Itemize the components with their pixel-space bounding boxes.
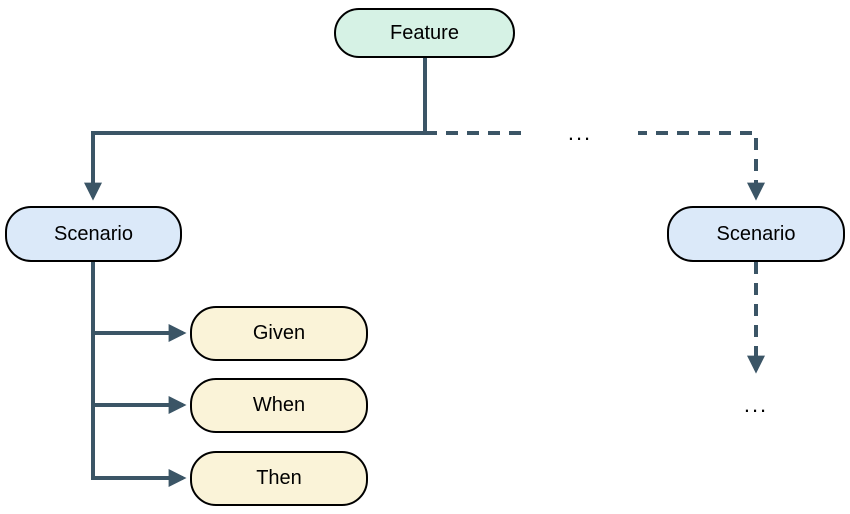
scenario-right-node: Scenario [667, 206, 845, 262]
scenario-left-node-label: Scenario [54, 222, 133, 245]
when-step-node-label: When [252, 394, 306, 416]
more-steps-ellipsis-label: ... [726, 390, 786, 420]
more-scenarios-ellipsis-text: ... [567, 120, 593, 145]
edge-scenario-to-then-trunk [91, 262, 187, 487]
more-steps-ellipsis-text: ... [743, 392, 769, 417]
edge-feature-to-scenario-left [84, 58, 427, 201]
scenario-left-node: Scenario [5, 206, 182, 262]
when-step-node: When [190, 378, 368, 433]
given-step-node: Given [190, 306, 368, 361]
feature-node-label: Feature [390, 21, 459, 44]
scenario-right-node-label: Scenario [716, 222, 796, 245]
then-step-node: Then [190, 451, 368, 506]
then-step-node-label: Then [256, 467, 302, 489]
feature-node: Feature [334, 8, 515, 58]
given-step-node-label: Given [252, 322, 306, 344]
more-scenarios-ellipsis-label: ... [522, 120, 638, 146]
